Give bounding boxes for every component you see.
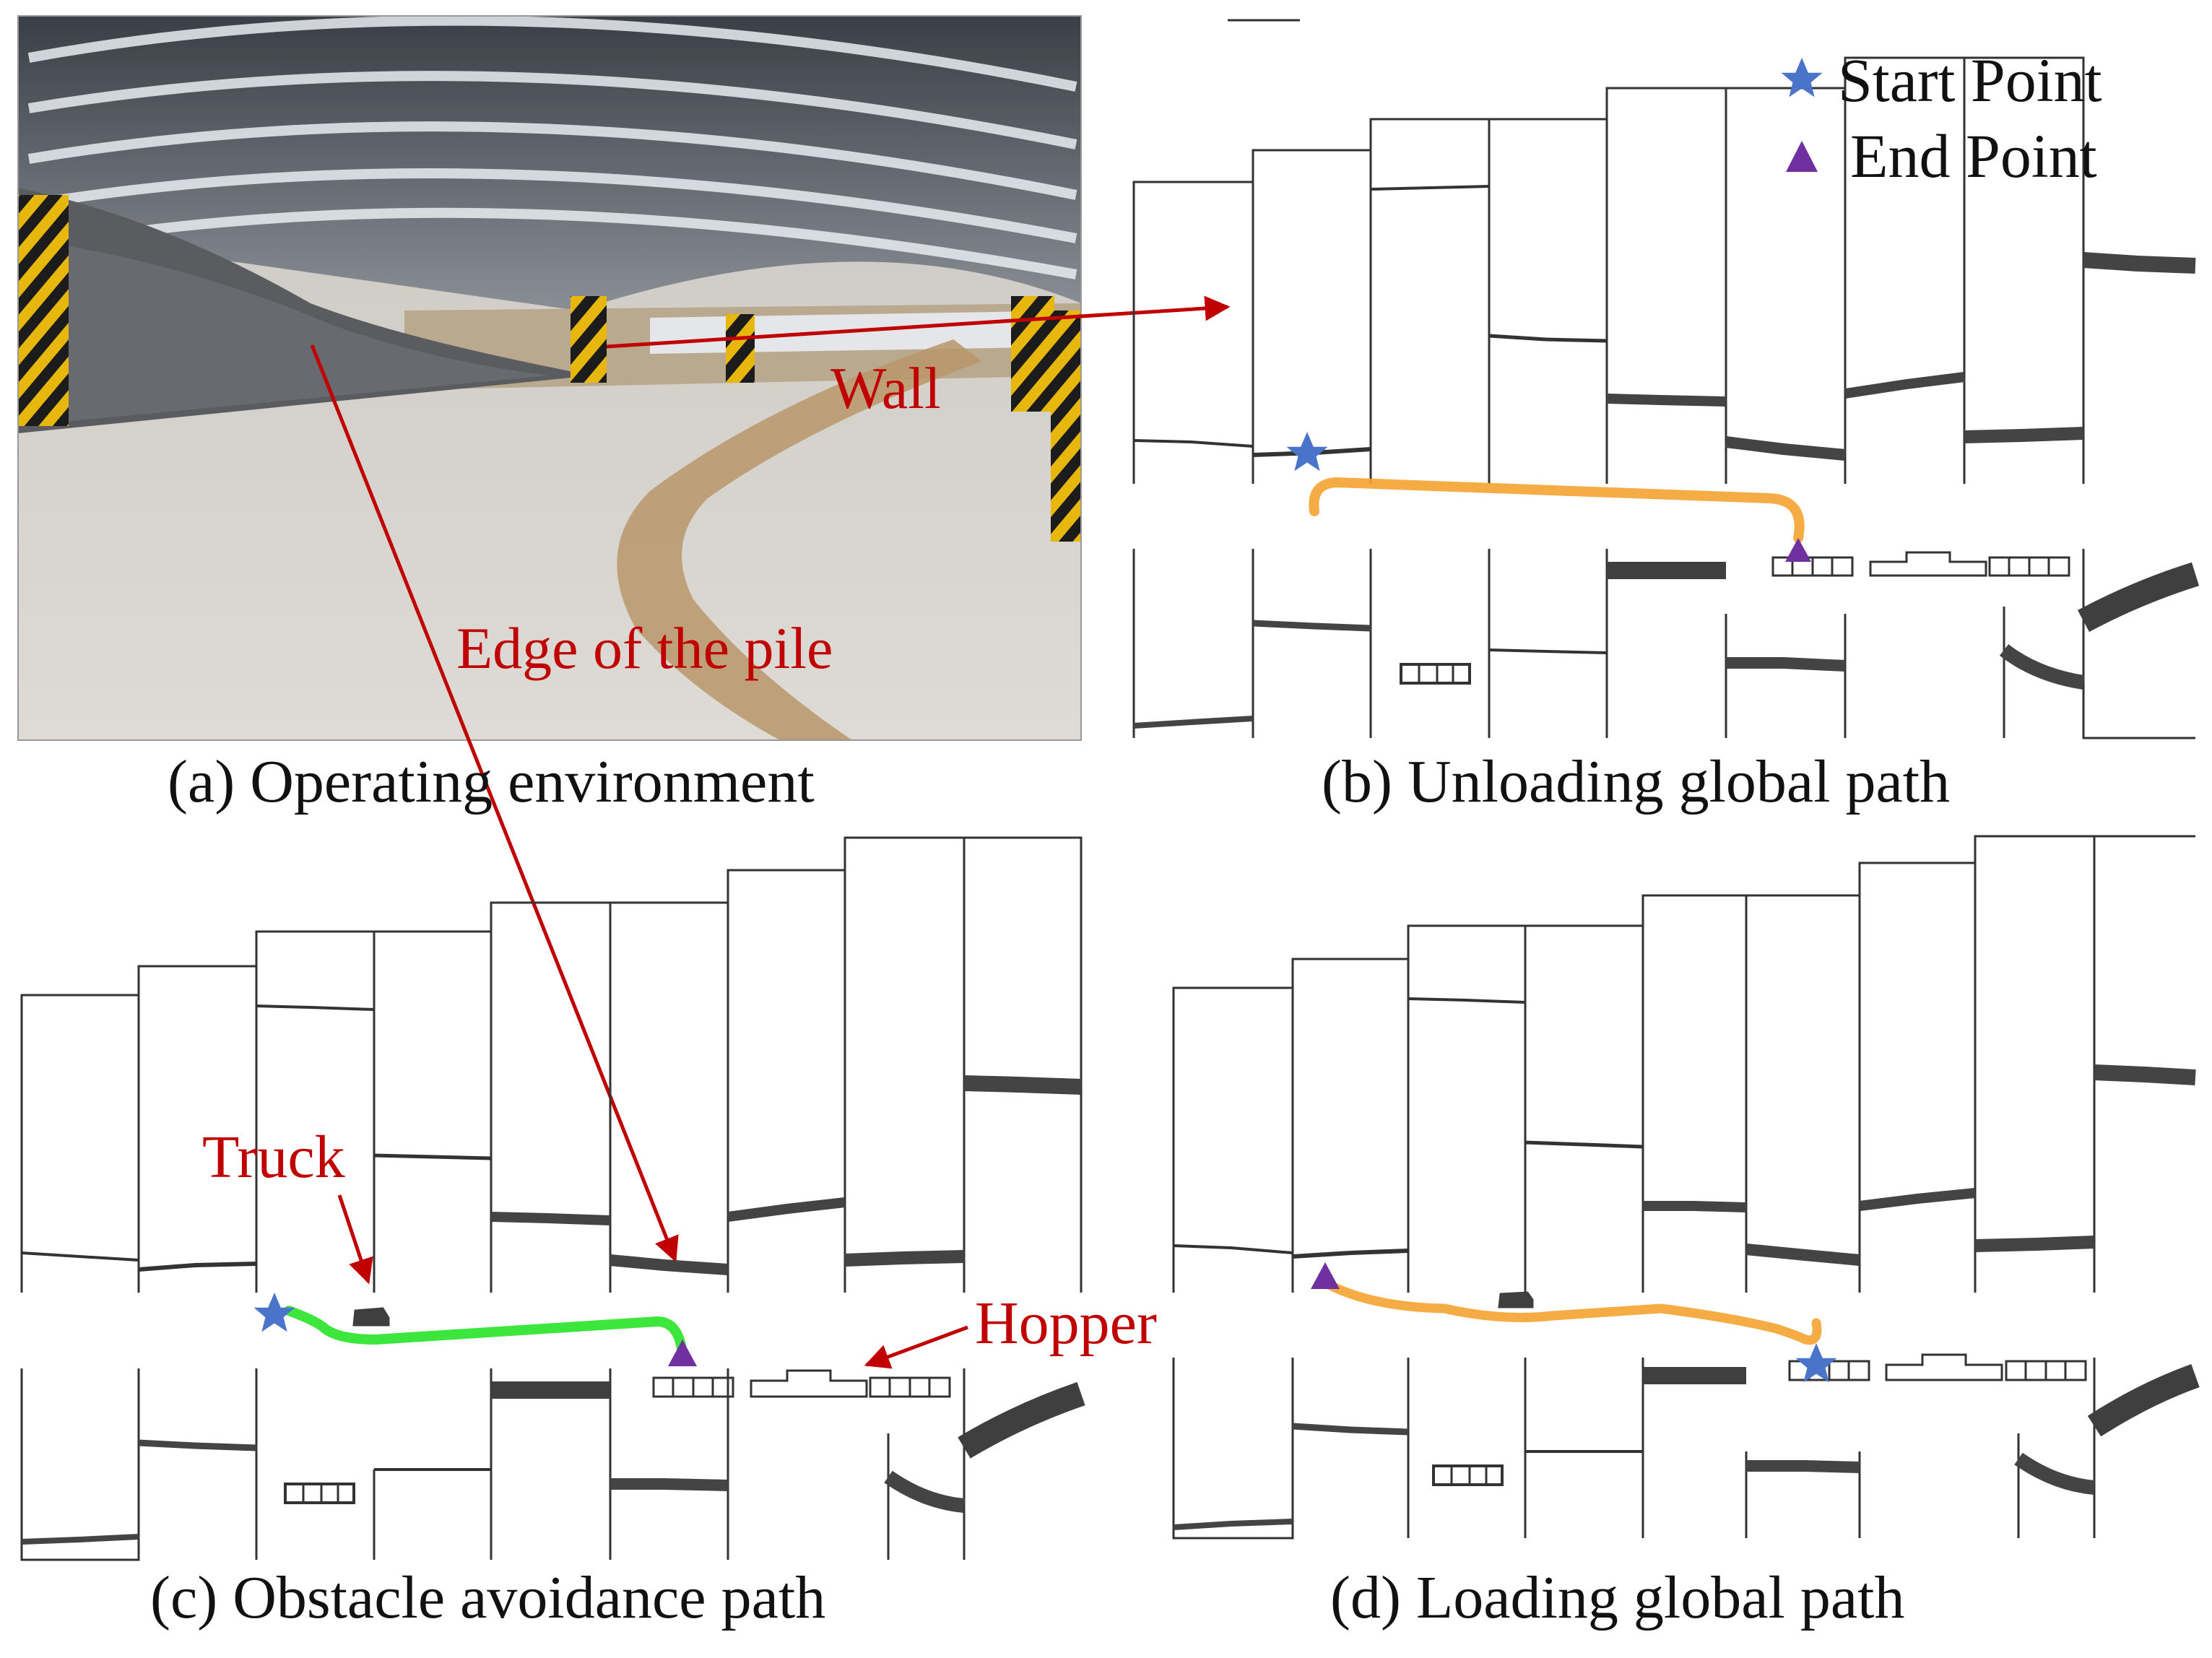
panel-a-photo: Wall Edge of the pile [17, 15, 1231, 1263]
wall-arrow [606, 295, 1231, 349]
start-point-c [253, 1293, 295, 1332]
hazard-column-left [18, 195, 69, 426]
caption-c: (c) Obstacle avoidance path [150, 1564, 825, 1631]
end-point-b [1785, 538, 1811, 562]
truck-arrow [337, 1194, 373, 1285]
pile-edge-label: Edge of the pile [456, 615, 833, 681]
truck-label: Truck [202, 1124, 345, 1191]
start-point-d [1795, 1343, 1837, 1383]
start-point-b [1286, 432, 1328, 472]
pile-edge-arrow [310, 344, 679, 1263]
hopper-c [652, 1369, 951, 1398]
unloading-path [1309, 477, 1805, 543]
hopper-arrow [864, 1325, 968, 1369]
panel-b-map [1132, 19, 2200, 739]
hopper-b [1771, 551, 2070, 577]
panel-d-map [1172, 835, 2200, 1540]
end-point-c [668, 1340, 697, 1366]
caption-d: (d) Loading global path [1330, 1564, 1904, 1631]
wall-label: Wall [830, 355, 941, 421]
legend: Start Point End Point [1781, 45, 2102, 191]
legend-end-label: End Point [1850, 121, 2097, 191]
caption-b: (b) Unloading global path [1322, 748, 1950, 815]
truck-obstacle [352, 1307, 390, 1327]
avoidance-path [284, 1306, 688, 1359]
end-point-d [1311, 1262, 1340, 1289]
caption-a: (a) Operating environment [168, 748, 815, 815]
legend-start-label: Start Point [1838, 45, 2102, 115]
loading-path [1322, 1279, 1822, 1345]
hopper-label: Hopper [975, 1290, 1157, 1357]
triangle-icon [1786, 141, 1818, 172]
panel-c-map [20, 836, 1085, 1561]
star-icon [1781, 58, 1823, 97]
